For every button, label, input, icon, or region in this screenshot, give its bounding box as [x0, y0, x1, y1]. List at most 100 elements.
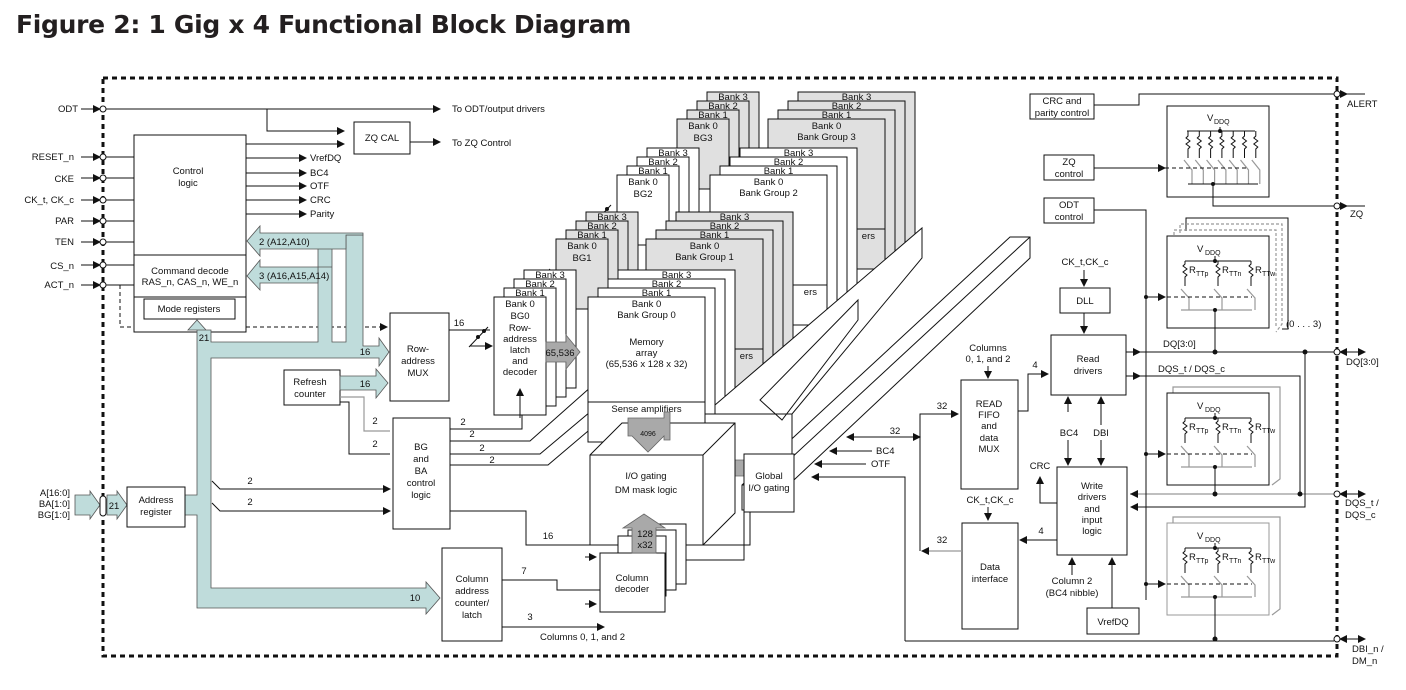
- svg-text:DM_n: DM_n: [1352, 656, 1377, 667]
- svg-text:2: 2: [489, 455, 494, 466]
- svg-text:input: input: [1082, 515, 1103, 526]
- svg-text:3 (A16,A15,A14): 3 (A16,A15,A14): [259, 271, 329, 282]
- bank-group-long-label: Bank Group 1: [675, 252, 734, 263]
- svg-text:2: 2: [372, 439, 377, 450]
- zq-control-block: ZQ control V DDQ: [1043, 105, 1334, 207]
- svg-text:DQS_t / DQS_c: DQS_t / DQS_c: [1158, 364, 1225, 375]
- rtt-label: R: [1255, 552, 1262, 563]
- svg-text:Address: Address: [139, 495, 174, 506]
- svg-text:READ: READ: [976, 399, 1003, 410]
- pin-dq: DQ[3:0]: [1333, 348, 1379, 368]
- svg-text:2: 2: [469, 429, 474, 440]
- bank-label: Bank 3: [718, 92, 748, 103]
- svg-text:2: 2: [372, 416, 377, 427]
- svg-text:interface: interface: [972, 574, 1008, 585]
- pin-cs: CS_n: [50, 261, 134, 272]
- svg-text:21: 21: [199, 333, 210, 344]
- pin-cke: CKE: [54, 174, 134, 185]
- bank-label: Bank 2: [710, 221, 740, 232]
- bank-label: Bank 1: [638, 166, 668, 177]
- svg-text:Write: Write: [1081, 481, 1103, 492]
- pin-alert: ALERT: [1333, 90, 1378, 110]
- svg-text:32: 32: [890, 426, 901, 437]
- global-io-gating-block: Global I/O gating: [743, 453, 795, 513]
- svg-text:Column: Column: [616, 573, 649, 584]
- svg-text:128: 128: [637, 529, 653, 540]
- svg-text:control: control: [1055, 212, 1084, 223]
- svg-text:MUX: MUX: [978, 444, 1000, 455]
- svg-text:BG: BG: [414, 442, 428, 453]
- svg-text:4: 4: [1038, 526, 1043, 537]
- sense-amplifiers-label: ers: [804, 287, 817, 298]
- bank-label: Bank 1: [700, 230, 730, 241]
- row-latch-label: Row-: [509, 323, 531, 334]
- row-address-mux-block: Row- address MUX 16: [389, 312, 485, 402]
- io-gating-block: I/O gating DM mask logic 4096: [589, 411, 736, 546]
- svg-text:BG[1:0]: BG[1:0]: [38, 510, 70, 521]
- svg-text:16: 16: [454, 318, 465, 329]
- svg-text:latch: latch: [462, 610, 482, 621]
- rtt-label: R: [1189, 265, 1196, 276]
- svg-text:TEN: TEN: [55, 237, 74, 248]
- svg-text:PAR: PAR: [55, 216, 74, 227]
- bank-label: Bank 0: [690, 241, 720, 252]
- svg-text:counter/: counter/: [455, 598, 490, 609]
- data-interface-block: Data interface CK_t,CK_c 32: [921, 495, 1019, 630]
- bank-group-short-label: BG2: [633, 189, 652, 200]
- memory-array-label: Memory: [629, 337, 664, 348]
- svg-text:TTn: TTn: [1229, 558, 1242, 565]
- row-latch-label: decoder: [503, 367, 537, 378]
- svg-text:OTF: OTF: [310, 181, 329, 192]
- bank-label: Bank 2: [525, 279, 555, 290]
- svg-text:TTw: TTw: [1262, 558, 1276, 565]
- svg-text:16: 16: [360, 379, 371, 390]
- row-latch-label: latch: [510, 345, 530, 356]
- figure-title: Figure 2: 1 Gig x 4 Functional Block Dia…: [16, 10, 632, 39]
- bank-label: Bank 2: [774, 157, 804, 168]
- svg-text:and: and: [981, 421, 997, 432]
- svg-text:TTn: TTn: [1229, 271, 1242, 278]
- svg-text:BC4: BC4: [1060, 428, 1078, 439]
- svg-text:ZQ CAL: ZQ CAL: [365, 133, 399, 144]
- svg-text:A[16:0]: A[16:0]: [40, 488, 70, 499]
- bank-label: Bank 3: [720, 212, 750, 223]
- vddq-label: V: [1197, 531, 1204, 542]
- svg-text:register: register: [140, 507, 172, 518]
- bank-label: Bank 0: [754, 177, 784, 188]
- bank-label: Bank 0: [688, 121, 718, 132]
- svg-text:2: 2: [460, 417, 465, 428]
- bank-label: Bank 2: [648, 157, 678, 168]
- bank-label: Bank 1: [698, 110, 728, 121]
- vrefdq-block: [1086, 607, 1140, 635]
- pin-ten: TEN: [55, 237, 134, 248]
- svg-text:4096: 4096: [640, 431, 656, 438]
- vddq-label: V: [1197, 401, 1204, 412]
- column-decoder-block: Column decoder 128 x32: [585, 512, 751, 613]
- svg-text:control: control: [1055, 169, 1084, 180]
- svg-text:DQS_c: DQS_c: [1345, 510, 1376, 521]
- svg-text:Column 2: Column 2: [1052, 576, 1093, 587]
- data-path-inputs: 32 BC4 OTF: [811, 426, 921, 641]
- svg-text:32: 32: [937, 535, 948, 546]
- output-pins: ALERT ZQ DQ[3:0] DQS_t / DQS_c DBI_n / D…: [905, 90, 1384, 667]
- vddq-label: V: [1197, 244, 1204, 255]
- row-latch-label: address: [503, 334, 537, 345]
- svg-text:OTF: OTF: [871, 459, 890, 470]
- svg-text:drivers: drivers: [1078, 492, 1107, 503]
- svg-text:DDQ: DDQ: [1205, 407, 1221, 414]
- svg-text:RESET_n: RESET_n: [32, 152, 74, 163]
- memory-array-label: array: [636, 348, 658, 359]
- bank-group-long-label: Bank Group 0: [617, 310, 676, 321]
- termination-range: (0 . . . 3): [1286, 319, 1321, 330]
- svg-text:CRC: CRC: [310, 195, 331, 206]
- svg-text:32: 32: [937, 401, 948, 412]
- svg-text:Columns: Columns: [969, 343, 1007, 354]
- bank-label: Bank 0: [567, 241, 597, 252]
- command-decode: Command decode: [151, 266, 229, 277]
- svg-text:Column: Column: [456, 574, 489, 585]
- svg-text:x32: x32: [637, 540, 652, 551]
- svg-text:4: 4: [1032, 360, 1037, 371]
- bank-label: Bank 0: [505, 299, 535, 310]
- bank-label: Bank 3: [662, 270, 692, 281]
